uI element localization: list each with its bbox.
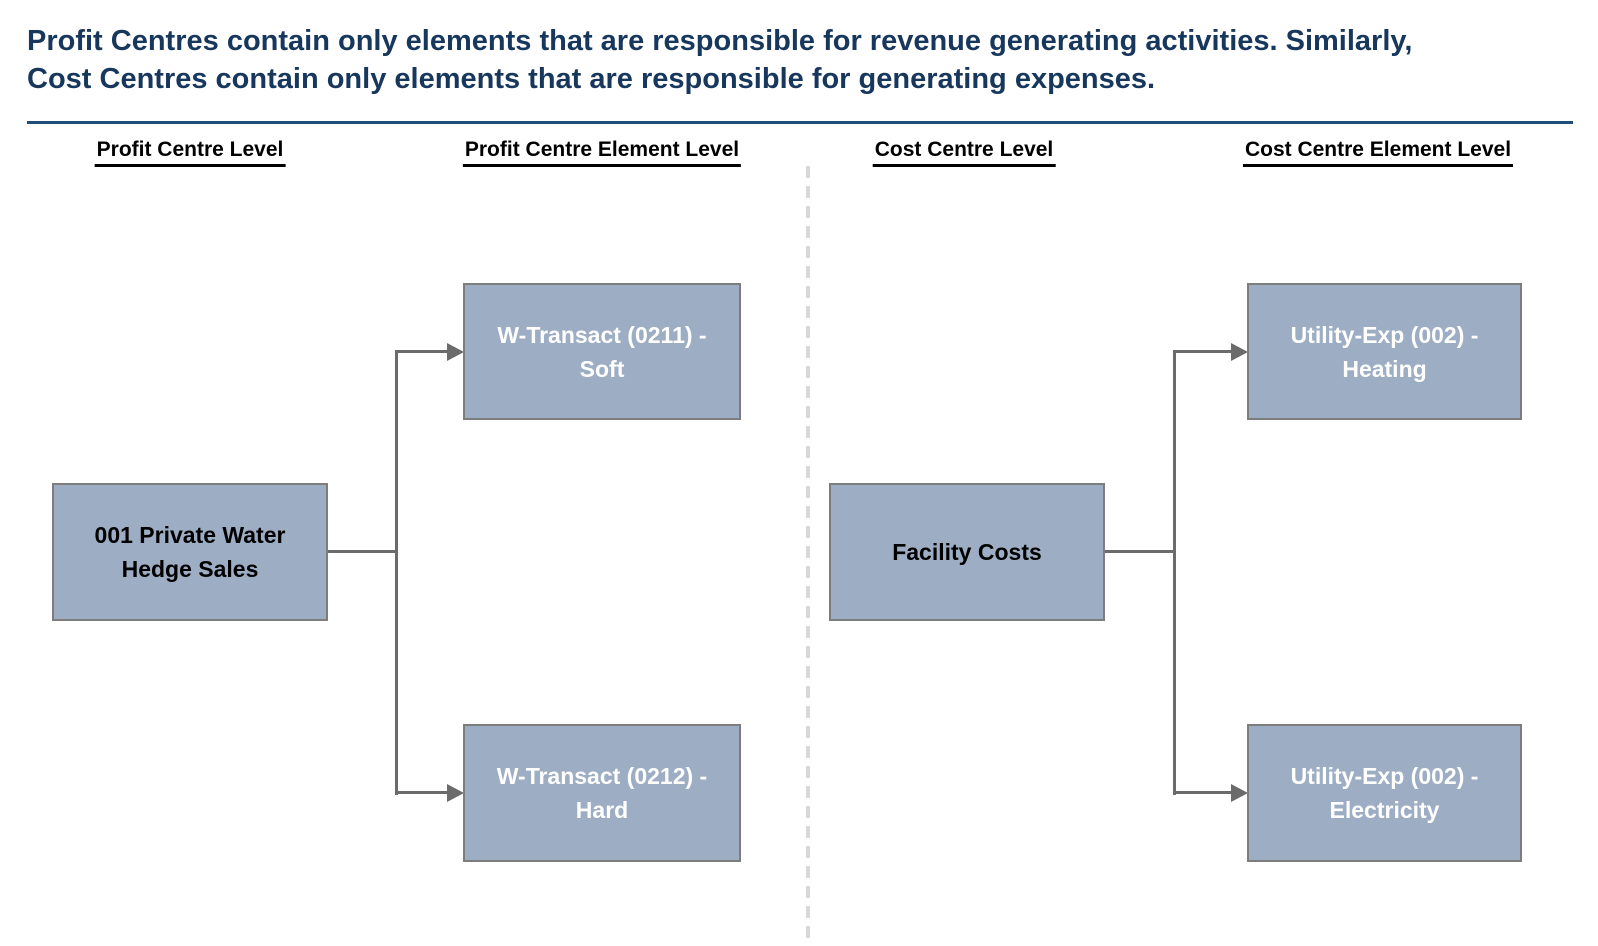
- column-header-cost-centre-element-level: Cost Centre Element Level: [1242, 138, 1514, 167]
- node-label-line: Soft: [579, 355, 625, 382]
- node-label-line: Facility Costs: [892, 539, 1042, 565]
- title-divider-line: [27, 121, 1573, 124]
- node-cost-centre-parent: Facility Costs: [829, 483, 1105, 621]
- node-label-line: Heating: [1342, 355, 1427, 382]
- node-label-line: 001 Private Water: [94, 522, 286, 548]
- connector-line: [1105, 550, 1175, 553]
- connector-line: [395, 350, 398, 795]
- connector-line: [1173, 350, 1231, 353]
- node-cost-centre-element-electricity: Utility-Exp (002) - Electricity: [1247, 724, 1522, 862]
- connector-line: [1173, 350, 1176, 795]
- page-title-line-2: Cost Centres contain only elements that …: [27, 63, 1156, 95]
- connector-arrowhead-icon: [1231, 784, 1248, 802]
- section-divider-dashed-line: [806, 166, 810, 946]
- page-title: Profit Centres contain only elements tha…: [27, 22, 1577, 98]
- page-title-line-1: Profit Centres contain only elements tha…: [27, 25, 1413, 57]
- column-header-profit-centre-element-level: Profit Centre Element Level: [462, 138, 742, 167]
- connector-line: [395, 791, 447, 794]
- column-header-profit-centre-level: Profit Centre Level: [94, 138, 286, 167]
- node-label-line: Hedge Sales: [121, 556, 259, 582]
- node-label-line: W-Transact (0212) -: [496, 763, 708, 789]
- node-label-line: Hard: [575, 797, 629, 823]
- connector-line: [395, 350, 447, 353]
- connector-line: [328, 550, 397, 553]
- connector-arrowhead-icon: [1231, 343, 1248, 361]
- node-profit-centre-element-hard: W-Transact (0212) - Hard: [463, 724, 741, 862]
- connector-line: [1173, 791, 1231, 794]
- node-label-line: Utility-Exp (002) -: [1290, 321, 1479, 348]
- node-label-line: Electricity: [1329, 797, 1440, 823]
- node-label-line: W-Transact (0211) -: [497, 321, 707, 348]
- connector-arrowhead-icon: [447, 784, 464, 802]
- node-cost-centre-element-heating: Utility-Exp (002) - Heating: [1247, 283, 1522, 420]
- node-profit-centre-parent: 001 Private Water Hedge Sales: [52, 483, 328, 621]
- column-header-cost-centre-level: Cost Centre Level: [872, 138, 1056, 167]
- node-profit-centre-element-soft: W-Transact (0211) - Soft: [463, 283, 741, 420]
- node-label-line: Utility-Exp (002) -: [1290, 763, 1479, 789]
- connector-arrowhead-icon: [447, 343, 464, 361]
